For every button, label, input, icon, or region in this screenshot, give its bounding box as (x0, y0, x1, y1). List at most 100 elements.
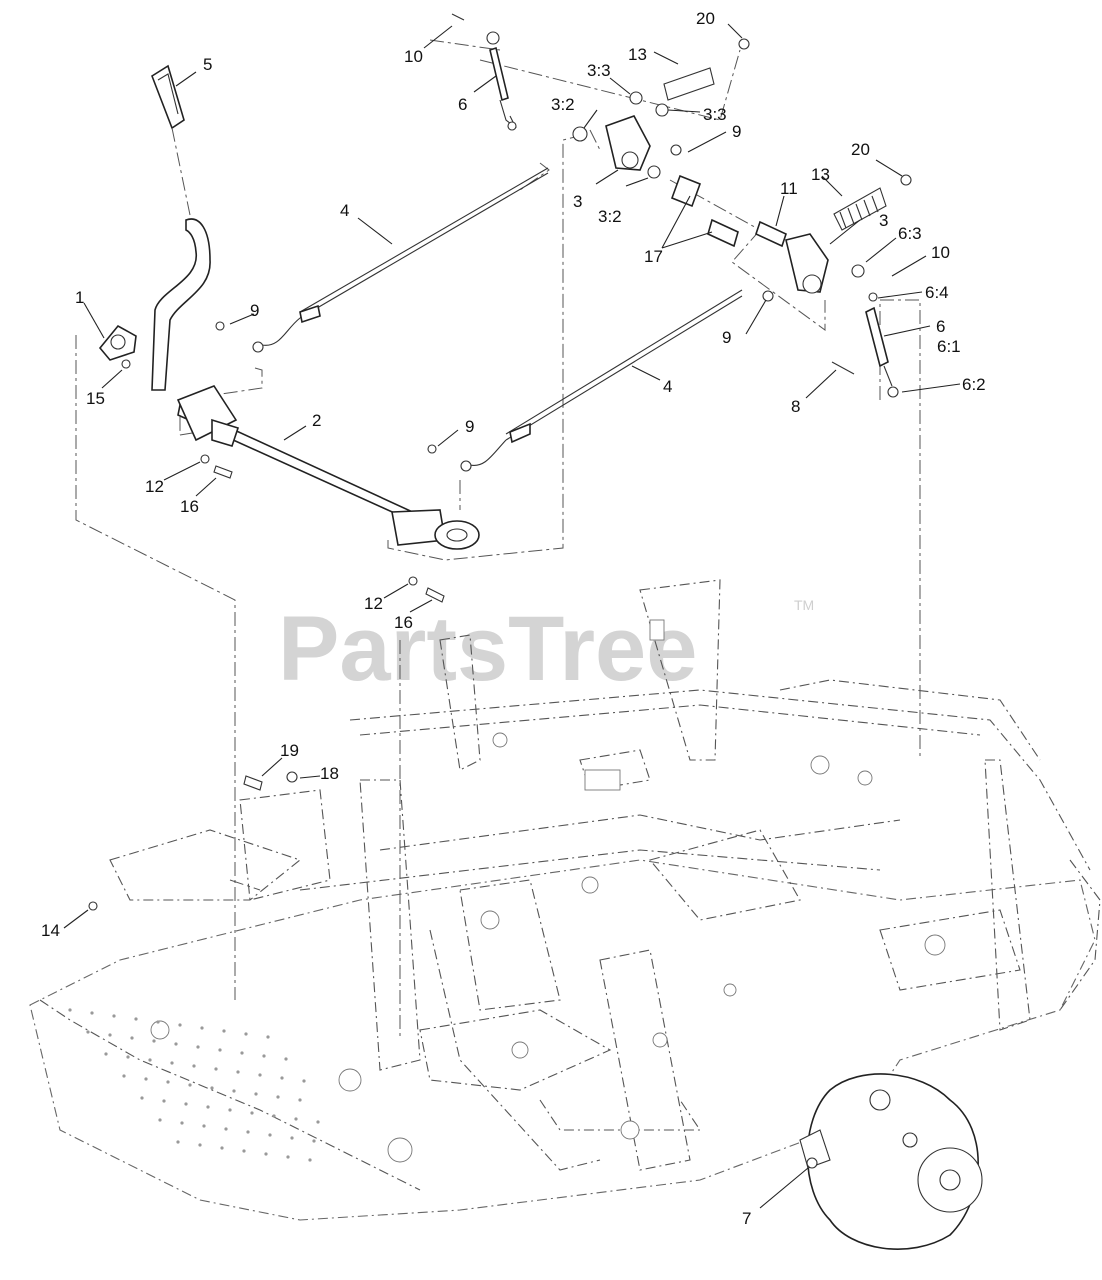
callout-6b: 6 (936, 317, 945, 336)
floor-perforations (68, 1008, 320, 1162)
control-rod-lower (427, 289, 743, 472)
perforation-dot (298, 1098, 302, 1102)
perforation-dot (202, 1124, 206, 1128)
perforation-dot (302, 1079, 306, 1083)
perforation-dot (210, 1086, 214, 1090)
perforation-dot (240, 1051, 244, 1055)
perforation-dot (152, 1039, 156, 1043)
perforation-dot (266, 1035, 270, 1039)
leader-lines (63, 23, 961, 1209)
perforation-dot (250, 1111, 254, 1115)
perforation-dot (264, 1152, 268, 1156)
control-rod-upper (215, 167, 549, 353)
callout-3-3b: 3:3 (703, 105, 727, 124)
callout-9a: 9 (250, 301, 259, 320)
perforation-dot (184, 1102, 188, 1106)
callout-20b: 20 (851, 140, 870, 159)
perforation-dot (220, 1146, 224, 1150)
damper-link-upper (451, 13, 517, 131)
spring-upper (663, 38, 750, 101)
perforation-dot (166, 1080, 170, 1084)
pivot-bracket-upper (572, 91, 702, 208)
perforation-dot (316, 1120, 320, 1124)
damper-link-right (831, 264, 899, 398)
perforation-dot (280, 1076, 284, 1080)
perforation-dot (214, 1067, 218, 1071)
perforation-dot (174, 1042, 178, 1046)
perforation-dot (148, 1058, 152, 1062)
motion-control-lever (151, 218, 211, 391)
perforation-dot (284, 1057, 288, 1061)
callout-7: 7 (742, 1209, 751, 1228)
perforation-dot (130, 1036, 134, 1040)
callout-8: 8 (791, 397, 800, 416)
callout-5: 5 (203, 55, 212, 74)
pivot-bracket-right (707, 218, 829, 302)
callout-6-3: 6:3 (898, 224, 922, 243)
perforation-dot (68, 1008, 72, 1012)
perforation-dot (158, 1118, 162, 1122)
callout-14: 14 (41, 921, 60, 940)
callout-10a: 10 (404, 47, 423, 66)
watermark-text: PartsTree (278, 598, 697, 700)
callout-3b: 3 (879, 211, 888, 230)
perforation-dot (244, 1032, 248, 1036)
callout-6a: 6 (458, 95, 467, 114)
perforation-dot (122, 1074, 126, 1078)
perforation-dot (232, 1089, 236, 1093)
perforation-dot (178, 1023, 182, 1027)
callout-3-2a: 3:2 (551, 95, 575, 114)
callout-16a: 16 (180, 497, 199, 516)
callout-18: 18 (320, 764, 339, 783)
perforation-dot (228, 1108, 232, 1112)
callout-12a: 12 (145, 477, 164, 496)
perforation-dot (104, 1052, 108, 1056)
perforation-dot (262, 1054, 266, 1058)
callout-19: 19 (280, 741, 299, 760)
callout-4a: 4 (340, 201, 349, 220)
perforation-dot (272, 1114, 276, 1118)
callout-6-1: 6:1 (937, 337, 961, 356)
callout-9d: 9 (732, 122, 741, 141)
perforation-dot (112, 1014, 116, 1018)
callout-17: 17 (644, 247, 663, 266)
perforation-dot (254, 1092, 258, 1096)
perforation-dot (162, 1099, 166, 1103)
perforation-dot (246, 1130, 250, 1134)
callout-6-4: 6:4 (925, 283, 949, 302)
perforation-dot (126, 1055, 130, 1059)
hydro-transmission (799, 1073, 983, 1250)
perforation-dot (170, 1061, 174, 1065)
perforation-dot (196, 1045, 200, 1049)
perforation-dot (206, 1105, 210, 1109)
callout-20a: 20 (696, 9, 715, 28)
perforation-dot (156, 1020, 160, 1024)
perforation-dot (218, 1048, 222, 1052)
perforation-dot (140, 1096, 144, 1100)
spring-right (833, 174, 912, 231)
perforation-dot (134, 1017, 138, 1021)
callout-4b: 4 (663, 377, 672, 396)
bearing-flange (98, 324, 137, 369)
perforation-dot (176, 1140, 180, 1144)
perforation-dot (224, 1127, 228, 1131)
perforation-dot (242, 1149, 246, 1153)
perforation-dot (290, 1136, 294, 1140)
perforation-dot (108, 1033, 112, 1037)
callout-10b: 10 (931, 243, 950, 262)
perforation-dot (198, 1143, 202, 1147)
callout-9b: 9 (722, 328, 731, 347)
perforation-dot (312, 1139, 316, 1143)
callout-1: 1 (75, 288, 84, 307)
callout-12b: 12 (364, 594, 383, 613)
watermark-trademark: TM (794, 597, 814, 613)
perforation-dot (144, 1077, 148, 1081)
callout-3a: 3 (573, 192, 582, 211)
callout-15: 15 (86, 389, 105, 408)
perforation-dot (188, 1083, 192, 1087)
callout-2: 2 (312, 411, 321, 430)
callout-3-3a: 3:3 (587, 61, 611, 80)
handle-grip (151, 64, 185, 130)
perforation-dot (86, 1030, 90, 1034)
